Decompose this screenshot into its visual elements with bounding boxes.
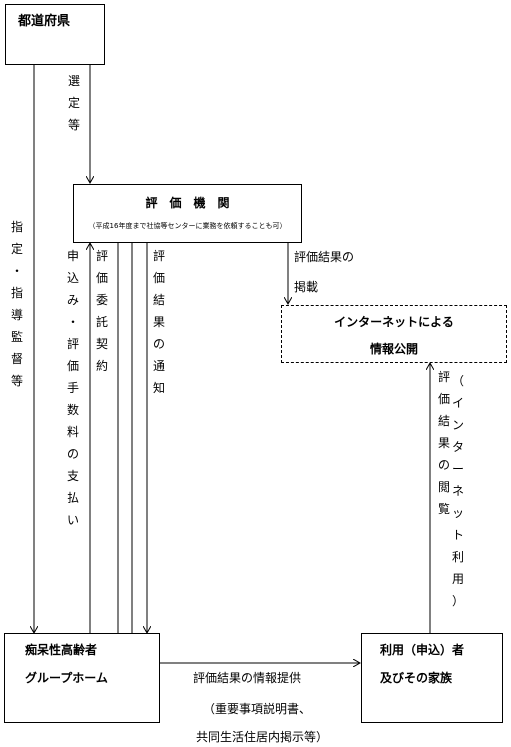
label-char: 等 [10,374,23,388]
internet-line1: インターネットによる [334,315,454,329]
label-char: 払 [66,491,79,505]
internet-box: インターネットによる 情報公開 [281,305,507,363]
label-char: 申 [66,249,79,263]
label-char: 利 [451,550,464,564]
label-char: タ [451,440,464,454]
label-char: 価 [152,271,165,285]
label-browse-col1: 評価結果の閲覧 [437,366,451,520]
label-char: の [66,447,79,461]
label-char: 委 [95,293,108,307]
label-char: 知 [152,381,165,395]
label-contract: 評価委託契約 [95,245,109,377]
label-char: の [437,458,450,472]
label-char: 定 [67,96,80,110]
label-char: ト [451,528,464,542]
label-char: 指 [10,220,23,234]
label-char: ・ [10,264,23,278]
label-notice: 評価結果の通知 [152,245,166,399]
label-char: ッ [451,506,464,520]
label-char: 結 [152,293,165,307]
label-char: 選 [67,74,80,88]
label-char: 定 [10,242,23,256]
label-char: み [66,293,79,307]
label-char: 評 [95,249,108,263]
label-char: 用 [451,572,464,586]
agency-note: （平成16年度まで社協等センターに業務を依頼することも可） [88,222,287,230]
internet-line2: 情報公開 [369,342,418,356]
label-char: 監 [10,330,23,344]
prefecture-box: 都道府県 [5,4,105,65]
group-home-line2: グループホーム [25,671,108,685]
label-char: ） [451,594,464,608]
label-char: 手 [66,381,79,395]
label-char: ・ [66,315,79,329]
label-char: 価 [66,359,79,373]
label-posting-line2: 掲載 [294,280,319,294]
label-char: 料 [66,425,79,439]
prefecture-label: 都道府県 [18,14,71,29]
label-char: い [66,513,79,527]
label-char: ー [451,462,464,476]
label-char: 通 [152,359,165,373]
group-home-box: 痴呆性高齢者 グループホーム [4,633,160,723]
label-char: イ [451,396,464,410]
label-char: 結 [437,414,450,428]
label-char: 評 [437,370,450,384]
label-char: 指 [10,286,23,300]
label-char: 覧 [437,502,450,516]
label-char: 督 [10,352,23,366]
label-info-line1: 評価結果の情報提供 [193,671,302,685]
label-char: 契 [95,337,108,351]
label-char: 支 [66,469,79,483]
agency-title: 評 価 機 関 [145,196,230,210]
label-char: の [152,337,165,351]
label-char: （ [451,374,464,388]
label-char: ン [451,418,464,432]
label-char: 評 [66,337,79,351]
label-char: 果 [437,436,450,450]
label-info-line2: （重要事項説明書、 [203,702,312,716]
label-browse-col2: （ インターネット利用 ） [451,370,465,612]
label-char: 託 [95,315,108,329]
label-char: 価 [437,392,450,406]
user-box: 利用（申込）者 及びその家族 [361,633,503,723]
label-char: 果 [152,315,165,329]
label-application: 申込み・評価手数料の支払い [66,245,80,531]
label-char: 等 [67,118,80,132]
label-posting-line1: 評価結果の [294,250,355,264]
user-line2: 及びその家族 [380,671,453,685]
label-char: 数 [66,403,79,417]
group-home-line1: 痴呆性高齢者 [25,643,98,657]
user-line1: 利用（申込）者 [380,643,465,657]
label-char: 約 [95,359,108,373]
label-char: 評 [152,249,165,263]
label-selection: 選定等 [67,70,81,136]
label-info-line3: 共同生活住居内掲示等） [196,730,329,744]
label-char: 導 [10,308,23,322]
agency-box: 評 価 機 関 （平成16年度まで社協等センターに業務を依頼することも可） [73,184,302,243]
label-char: 閲 [437,480,450,494]
label-designation: 指定・指導監督等 [10,216,24,392]
label-char: 込 [66,271,79,285]
label-char: ネ [451,484,464,498]
label-char: 価 [95,271,108,285]
